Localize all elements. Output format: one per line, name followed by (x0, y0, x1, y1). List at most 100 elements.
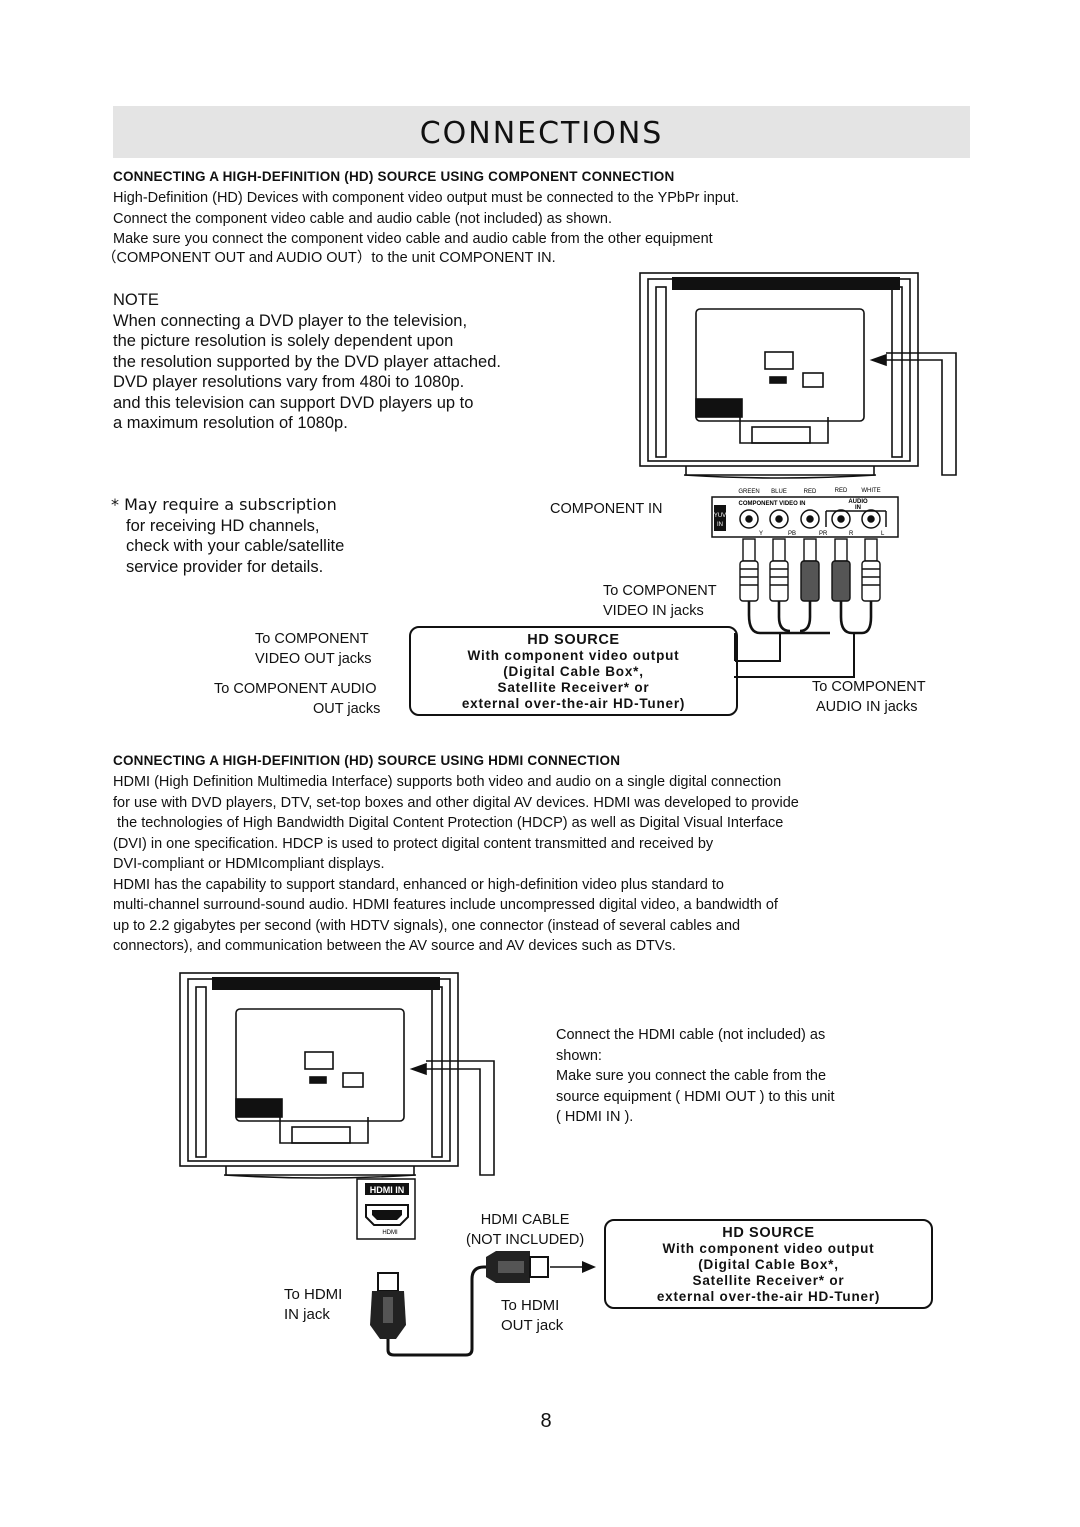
jack-pb: PB (788, 531, 796, 537)
label-line: To HDMI (501, 1297, 560, 1314)
instruction-line: Make sure you connect the cable from the (556, 1068, 827, 1084)
to-audio-in-label: To COMPONENT AUDIO IN jacks (812, 677, 926, 717)
component-in-label: COMPONENT IN (550, 501, 663, 517)
note-line: DVD player resolutions vary from 480i to… (113, 373, 465, 391)
note-title: NOTE (113, 291, 159, 309)
rca-plug-red (800, 538, 820, 602)
label-line: VIDEO OUT jacks (255, 651, 372, 667)
color-blue: BLUE (771, 489, 787, 495)
subscription-line: service provider for details. (126, 557, 324, 576)
arrow-head-icon (582, 1261, 596, 1273)
hd-source-line: external over-the-air HD-Tuner) (656, 1289, 881, 1304)
label-line: To COMPONENT (603, 583, 717, 599)
rca-plug-green (739, 538, 759, 602)
label-line: AUDIO IN jacks (816, 699, 918, 715)
hd-source-heading: HD SOURCE (527, 632, 620, 648)
label-line: HDMI CABLE (480, 1212, 570, 1228)
instruction-line: shown: (556, 1047, 602, 1064)
intro-line: Connect the component video cable and au… (113, 210, 612, 227)
hdmi-diagram: HDMI IN HDMI (179, 972, 596, 1357)
yuv-label: YUV (714, 513, 726, 519)
page-title: CONNECTIONS (419, 116, 664, 151)
component-diagram: YUV IN COMPONENT VIDEO IN AUDIO IN GREEN… (639, 272, 957, 678)
hdmi-body-line: the technologies of High Bandwidth Digit… (113, 815, 784, 831)
label-line: To COMPONENT (812, 679, 926, 695)
tv-top-band (212, 977, 440, 990)
hdmi-plug-source (486, 1251, 549, 1283)
hd-source-line: With component video output (467, 648, 680, 663)
jack-r: R (849, 531, 854, 537)
rca-plug-blue (769, 538, 789, 602)
hd-source-line: With component video output (662, 1241, 875, 1256)
color-red: RED (835, 488, 848, 494)
subscription-line: check with your cable/satellite (126, 537, 345, 555)
label-line: OUT jacks (313, 701, 381, 717)
color-green: GREEN (738, 489, 759, 495)
hd-source-line: external over-the-air HD-Tuner) (461, 696, 686, 711)
tv-back-illustration (639, 272, 957, 479)
hd-source-line: (Digital Cable Box*, (698, 1257, 839, 1272)
label-line: (NOT INCLUDED) (466, 1232, 585, 1248)
hdmi-body-line: multi-channel surround-sound audio. HDMI… (113, 897, 778, 913)
subscription-note: * May require a subscription for receivi… (111, 495, 344, 577)
video-in-label: COMPONENT VIDEO IN (738, 501, 805, 507)
note-line: the resolution supported by the DVD play… (113, 352, 501, 371)
hdmi-in-port-panel: HDMI IN HDMI (356, 1178, 416, 1240)
note-line: the picture resolution is solely depende… (113, 332, 454, 350)
title-bar: CONNECTIONS (113, 106, 970, 158)
hdmi-body-line: HDMI (High Definition Multimedia Interfa… (113, 774, 782, 790)
hdmi-instructions: Connect the HDMI cable (not included) as… (556, 1025, 835, 1128)
intro-line: High-Definition (HD) Devices with compon… (113, 190, 739, 206)
hd-source-line: Satellite Receiver* or (497, 680, 650, 695)
hdmi-body-line: HDMI has the capability to support stand… (113, 876, 724, 893)
color-white: WHITE (861, 488, 880, 494)
hd-source-heading: HD SOURCE (722, 1225, 815, 1241)
hdmi-cable-label: HDMI CABLE (NOT INCLUDED) (466, 1210, 584, 1250)
hdmi-plug-tv (370, 1272, 406, 1339)
subscription-line: for receiving HD channels, (126, 516, 320, 535)
hdmi-body-line: up to 2.2 gigabytes per second (with HDT… (113, 917, 741, 934)
hd-source-box-component: HD SOURCE With component video output (D… (409, 626, 738, 716)
hdmi-body-line: connectors), and communication between t… (113, 938, 676, 954)
rca-plug-red-audio (831, 538, 851, 602)
hdmi-body-line: DVI-compliant or HDMIcompliant displays. (113, 856, 385, 872)
rca-plugs (739, 538, 881, 602)
label-line: IN jack (284, 1306, 330, 1323)
hdmi-cable (386, 1265, 488, 1357)
to-hdmi-out-label: To HDMI OUT jack (501, 1296, 563, 1336)
jack-y: Y (759, 531, 763, 537)
component-cables (734, 601, 873, 678)
note-line: a maximum resolution of 1080p. (113, 414, 348, 432)
label-line: OUT jack (501, 1317, 564, 1334)
instruction-line: ( HDMI IN ). (556, 1109, 634, 1125)
yuv-in-label: IN (717, 522, 723, 528)
page-number: 8 (540, 1410, 552, 1432)
instruction-line: source equipment ( HDMI OUT ) to this un… (556, 1088, 835, 1105)
to-video-in-label: To COMPONENT VIDEO IN jacks (603, 581, 717, 621)
hdmi-heading: CONNECTING A HIGH-DEFINITION (HD) SOURCE… (113, 753, 621, 768)
note-line: When connecting a DVD player to the tele… (113, 311, 468, 330)
component-intro: High-Definition (HD) Devices with compon… (113, 188, 739, 250)
intro-line: （COMPONENT OUT and AUDIO OUT）to the unit… (102, 250, 556, 266)
to-video-out-label: To COMPONENT VIDEO OUT jacks (255, 629, 372, 669)
audio-label: AUDIO (848, 499, 868, 505)
hdmi-body: HDMI (High Definition Multimedia Interfa… (113, 772, 799, 957)
note-block: NOTE When connecting a DVD player to the… (113, 290, 501, 434)
component-jack-panel: YUV IN COMPONENT VIDEO IN AUDIO IN GREEN… (711, 488, 899, 538)
hdmi-body-line: (DVI) in one specification. HDCP is used… (113, 835, 714, 852)
hdmi-in-badge: HDMI IN (370, 1185, 405, 1195)
audio-in-label: IN (855, 505, 861, 511)
hd-source-line: (Digital Cable Box*, (503, 664, 644, 679)
jack-l: L (881, 531, 885, 537)
label-line: To COMPONENT AUDIO (214, 681, 377, 697)
label-line: VIDEO IN jacks (603, 603, 704, 619)
to-audio-out-label: To COMPONENT AUDIO OUT jacks (214, 679, 380, 719)
hd-source-box-hdmi: HD SOURCE With component video output (D… (604, 1219, 933, 1309)
tv-top-band (672, 277, 900, 290)
hdmi-port-label: HDMI (382, 1230, 398, 1236)
intro-line: Make sure you connect the component vide… (113, 231, 713, 247)
hdmi-body-line: for use with DVD players, DTV, set-top b… (113, 794, 799, 811)
color-red: RED (804, 489, 817, 495)
note-line: and this television can support DVD play… (113, 393, 474, 412)
to-hdmi-in-label: To HDMI IN jack (284, 1285, 342, 1325)
